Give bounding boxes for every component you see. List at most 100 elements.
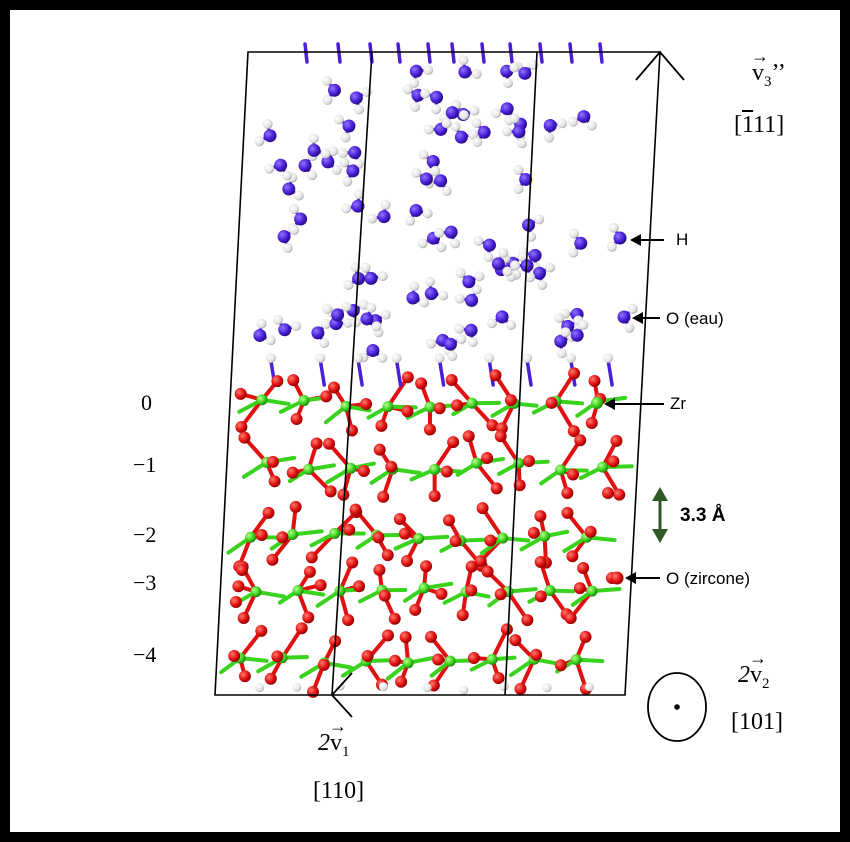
hydrogen-atom xyxy=(419,297,430,308)
hydrogen-atom xyxy=(255,683,265,693)
zirconia-oxygen-atom xyxy=(481,451,494,464)
zirconium-atom xyxy=(586,585,598,597)
hydrogen-atom xyxy=(331,164,342,175)
hydrogen-atom xyxy=(431,104,442,115)
zirconia-oxygen-atom xyxy=(324,485,337,498)
water-oxygen-atom xyxy=(491,257,505,271)
zirconia-oxygen-atom xyxy=(232,580,245,593)
hydrogen-atom xyxy=(469,105,480,116)
hydrogen-atom xyxy=(516,138,527,149)
zirconia-oxygen-atom xyxy=(522,455,535,468)
zirconium-atom xyxy=(245,531,257,543)
zirconium-atom xyxy=(256,394,268,406)
zirconia-oxygen-atom xyxy=(420,560,433,573)
hydrogen-atom xyxy=(434,227,445,238)
zirconia-oxygen-atom xyxy=(476,502,489,515)
layer-label-minus1: −1 xyxy=(133,452,157,477)
zirconium-atom xyxy=(429,463,441,475)
zirconia-oxygen-atom xyxy=(264,672,277,685)
zirconia-oxygen-atom xyxy=(327,381,340,394)
hydrogen-atom xyxy=(522,353,533,363)
hydrogen-atom xyxy=(483,252,494,263)
zirconia-oxygen-atom xyxy=(481,565,494,578)
water-oxygen-atom xyxy=(445,106,459,120)
miller-index-v2: [101] xyxy=(731,709,783,735)
hydrogen-atom xyxy=(320,148,331,159)
water-oxygen-atom xyxy=(464,323,478,337)
water-oxygen-atom xyxy=(346,164,360,178)
hydrogen-atom xyxy=(360,262,371,273)
layer-label-0: 0 xyxy=(141,390,152,415)
water-oxygen-atom xyxy=(518,66,532,80)
v2-out-of-plane-dot xyxy=(674,704,680,710)
zirconium-atom xyxy=(345,462,357,474)
zirconium-atom xyxy=(466,397,478,409)
hydrogen-atom xyxy=(333,114,344,125)
zirconia-oxygen-atom xyxy=(323,437,336,450)
zirconium-atom xyxy=(544,585,556,597)
zirconia-oxygen-atom xyxy=(314,579,327,592)
hydrogen-atom xyxy=(627,303,638,314)
zirconia-oxygen-atom xyxy=(234,387,247,400)
arrow-hydrogen-head xyxy=(630,234,641,246)
hydrogen-atom xyxy=(473,235,484,246)
zirconia-oxygen-atom xyxy=(290,412,303,425)
hydrogen-atom xyxy=(608,222,619,233)
zirconia-oxygen-atom xyxy=(568,367,581,380)
zirconia-oxygen-atom xyxy=(230,596,242,608)
zirconia-oxygen-atom xyxy=(349,503,362,516)
v2-out-of-plane-circle xyxy=(647,672,707,742)
hydrogen-atom xyxy=(554,312,565,323)
hydrogen-atom xyxy=(544,132,555,143)
zirconia-oxygen-atom xyxy=(236,564,248,576)
zirconia-oxygen-atom xyxy=(484,534,497,547)
water-oxygen-atom xyxy=(577,110,591,124)
hydrogen-atom xyxy=(501,126,512,137)
hydrogen-atom xyxy=(405,215,416,226)
zirconia-oxygen-atom xyxy=(435,587,448,600)
cut-bond xyxy=(336,42,342,64)
water-oxygen-atom xyxy=(574,236,588,250)
hydrogen-atom xyxy=(499,681,509,691)
vector-v2-label: 2→v2 xyxy=(738,648,770,693)
hydrogen-atom xyxy=(544,262,555,273)
zirconia-oxygen-atom xyxy=(353,580,366,593)
hydrogen-atom xyxy=(378,682,388,692)
zirconia-oxygen-atom xyxy=(486,419,499,432)
hydrogen-atom xyxy=(340,132,351,143)
zirconia-oxygen-atom xyxy=(255,528,268,541)
zirconia-oxygen-atom xyxy=(449,535,462,548)
vector-v3-label: →v3’’ xyxy=(751,46,786,91)
hydrogen-atom xyxy=(417,238,428,249)
zirconia-oxygen-atom xyxy=(305,551,318,564)
water-oxygen-atom xyxy=(444,225,458,239)
zr-o-bond xyxy=(480,506,505,541)
zirconia-oxygen-atom xyxy=(317,658,330,671)
arrow-zirconia-oxygen-head xyxy=(625,572,636,584)
hydrogen-atom xyxy=(353,353,364,363)
water-oxygen-atom xyxy=(477,125,491,139)
zirconia-oxygen-atom xyxy=(465,584,478,597)
zirconia-oxygen-atom xyxy=(373,563,386,576)
zirconia-oxygen-atom xyxy=(255,624,268,637)
water-oxygen-atom xyxy=(307,143,321,157)
hydrogen-atom xyxy=(513,183,524,194)
water-oxygen-atom xyxy=(500,102,514,116)
hydrogen-atom xyxy=(468,129,479,140)
atomic-bonds xyxy=(219,42,635,694)
hydrogen-atom xyxy=(307,170,318,181)
surface-bond xyxy=(525,358,533,387)
hydrogen-atom xyxy=(337,148,348,159)
hydrogen-atom xyxy=(474,271,485,282)
vector-v3-symbol: →v3 xyxy=(751,46,772,90)
hydrogen-atom xyxy=(322,94,333,105)
hydrogen-atom xyxy=(565,353,576,363)
water-oxygen-atom xyxy=(570,328,584,342)
zirconia-oxygen-atom xyxy=(302,611,315,624)
zirconia-oxygen-atom xyxy=(271,650,284,663)
zirconia-oxygen-atom xyxy=(237,612,250,625)
zirconium-atom xyxy=(329,527,341,539)
layer-label-minus3: −3 xyxy=(133,570,157,595)
water-oxygen-atom xyxy=(554,334,568,348)
hydrogen-atom xyxy=(542,683,552,693)
